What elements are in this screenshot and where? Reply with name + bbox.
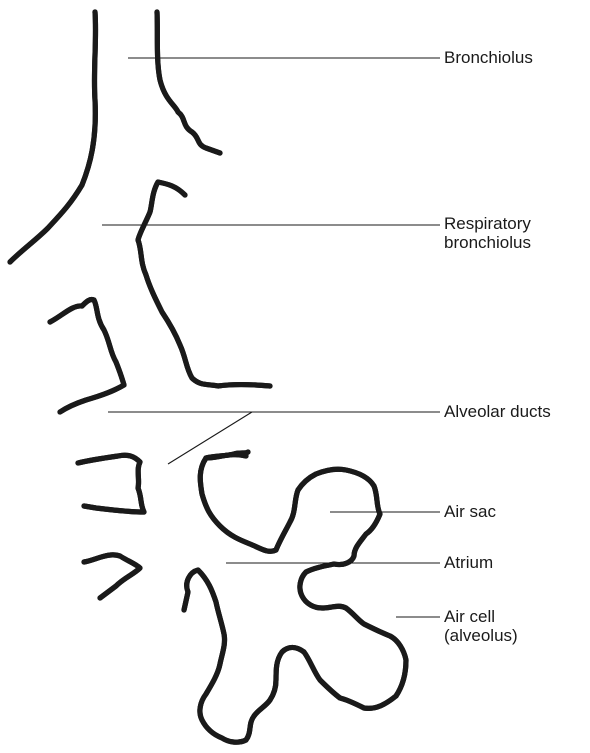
label-alveolar-ducts: Alveolar ducts [444, 402, 551, 421]
lower-left-branch-wall [84, 555, 140, 598]
label-air-sac: Air sac [444, 502, 496, 521]
label-respiratory-line2: bronchiolus [444, 233, 531, 252]
left-branch-wall [50, 299, 124, 412]
bronchiolus-right-wall [157, 12, 220, 153]
label-air-cell-line1: Air cell [444, 607, 518, 626]
air-sac-wall [184, 455, 406, 743]
label-respiratory-bronchiolus: Respiratory bronchiolus [444, 214, 531, 252]
respiratory-bronchiolus-wall [138, 182, 270, 386]
bronchiolus-left-wall [10, 12, 96, 262]
label-atrium: Atrium [444, 553, 493, 572]
upper-left-branch-wall [78, 455, 144, 512]
label-bronchiolus: Bronchiolus [444, 48, 533, 67]
label-air-cell-line2: (alveolus) [444, 626, 518, 645]
label-respiratory-line1: Respiratory [444, 214, 531, 233]
label-air-cell: Air cell (alveolus) [444, 607, 518, 645]
